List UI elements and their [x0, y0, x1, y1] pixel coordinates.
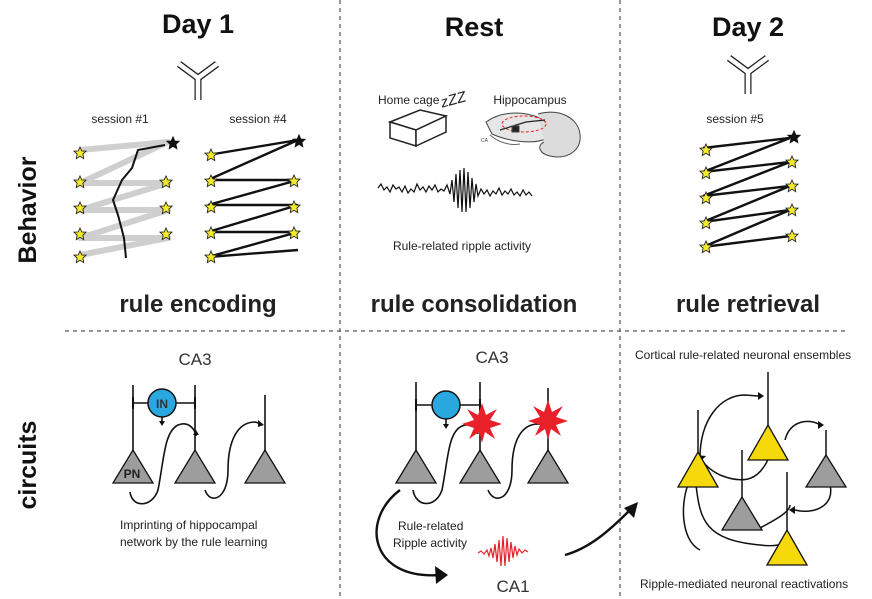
burst-1 [462, 403, 502, 443]
interneuron-cell [147, 388, 177, 418]
cortical-neuron-gray-2 [720, 495, 764, 531]
in-label: IN [156, 397, 168, 411]
ripple-caption: Rule-related ripple activity [393, 239, 531, 253]
ca1-label: CA1 [496, 577, 529, 596]
rest-to-ca1-arrowhead [435, 566, 448, 584]
imprint-caption-line2: network by the rule learning [120, 535, 267, 549]
session5-zigzag [699, 130, 801, 254]
ripple-activity-line1: Rule-related [398, 519, 463, 533]
pn-label: PN [124, 467, 141, 481]
session1-zigzag [73, 136, 180, 264]
hippocampus-label: Hippocampus [493, 93, 566, 107]
ca-small-label: CA [481, 138, 489, 144]
rest-to-ca1-arrow [375, 489, 441, 577]
ca3-label-day1: CA3 [178, 350, 211, 369]
session5-label: session #5 [706, 112, 764, 126]
synapse-a [193, 430, 199, 435]
pyramidal-neuron-rest-2 [458, 448, 502, 484]
y-maze-icon-day2 [729, 58, 767, 94]
header-day1: Day 1 [162, 9, 234, 39]
pyramidal-neuron-rest-3 [526, 448, 570, 484]
pyramidal-neuron-2 [173, 448, 217, 484]
reactivation-label: Ripple-mediated neuronal reactivations [640, 577, 848, 591]
cortical-neuron-yellow-1 [746, 423, 790, 461]
hippocampus-icon [485, 111, 581, 158]
cortical-ensembles-label: Cortical rule-related neuronal ensembles [635, 348, 851, 362]
session4-label: session #4 [229, 112, 287, 126]
in-synapse [159, 421, 165, 426]
row-label-circuits: circuits [14, 421, 42, 510]
cortical-neuron-yellow-2 [676, 450, 720, 488]
ca1-to-cortex-arrowhead [624, 502, 638, 518]
interneuron-cell-rest [431, 390, 461, 420]
home-cage-icon [387, 109, 449, 148]
rule-retrieval-label: rule retrieval [676, 291, 820, 318]
ca3-label-rest: CA3 [475, 348, 508, 367]
cortical-neuron-gray-1 [804, 453, 848, 488]
in-synapse-rest [443, 424, 449, 429]
burst-2 [528, 400, 568, 440]
header-rest: Rest [445, 12, 504, 42]
pyramidal-neuron-1 [111, 448, 155, 484]
rule-encoding-label: rule encoding [119, 291, 276, 318]
grid-dividers [65, 0, 845, 599]
zzz-text: zZZ [438, 88, 469, 112]
cortex-synapse-1 [758, 392, 764, 400]
pyramidal-neuron-3 [243, 448, 287, 484]
ca1-ripple-trace [477, 535, 529, 567]
ripple-trace-rest [377, 167, 533, 213]
y-maze-icon [179, 64, 217, 100]
pyramidal-neuron-rest-1 [394, 448, 438, 484]
session4-zigzag [204, 134, 306, 264]
cortical-neuron-yellow-3 [765, 528, 809, 566]
header-day2: Day 2 [712, 12, 784, 42]
ca1-to-cortex-arrow [564, 509, 631, 557]
synapse-b [258, 420, 264, 427]
row-label-behavior: Behavior [14, 156, 42, 263]
rule-consolidation-label: rule consolidation [371, 291, 578, 318]
session1-label: session #1 [91, 112, 149, 126]
imprint-caption-line1: Imprinting of hippocampal [120, 518, 257, 532]
cortex-synapse-2 [818, 421, 824, 429]
ripple-activity-line2: Ripple activity [393, 536, 467, 550]
cortex-synapse-3 [789, 506, 795, 514]
home-cage-label: Home cage [378, 93, 440, 107]
